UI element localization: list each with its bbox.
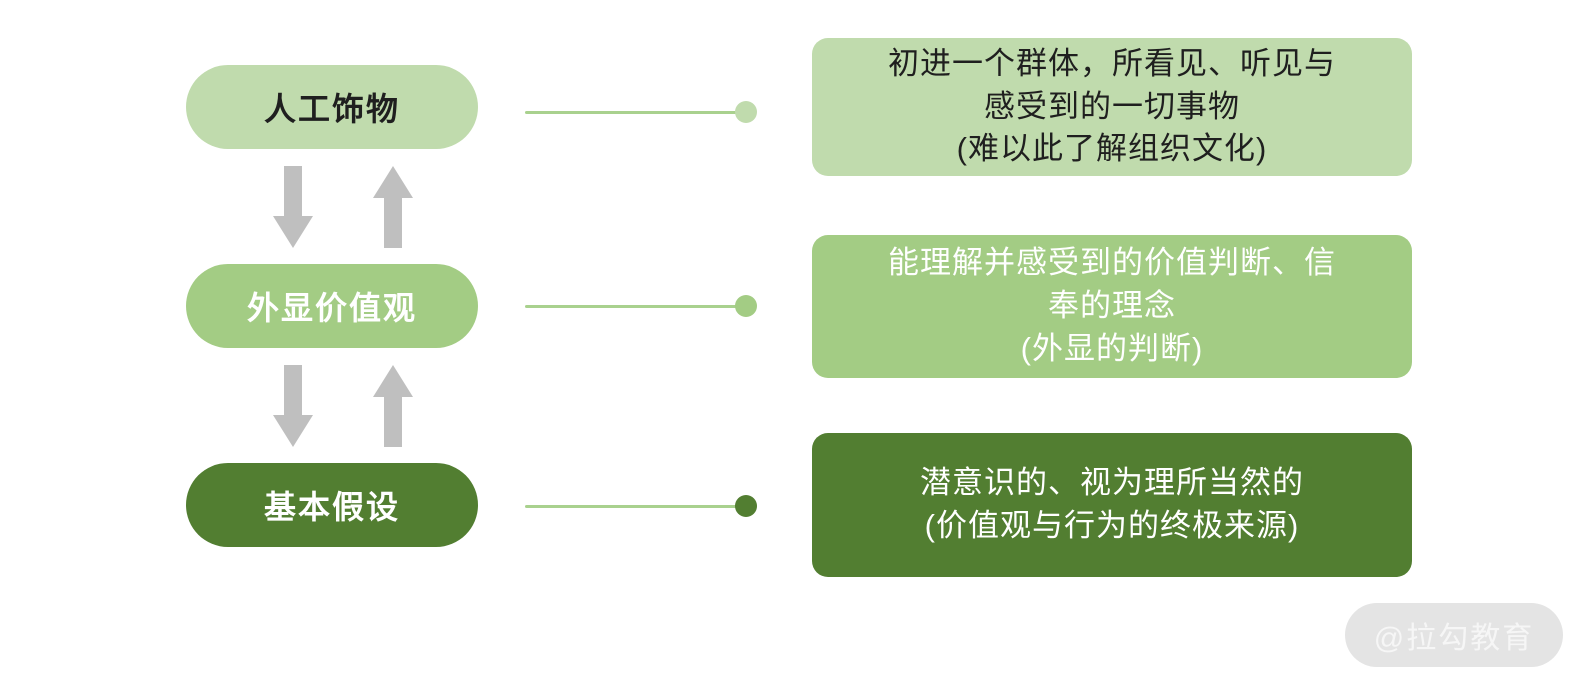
desc-line: 能理解并感受到的价值判断、信 bbox=[888, 245, 1336, 281]
arrow-up-icon bbox=[373, 166, 413, 248]
pill-espoused-values: 外显价值观 bbox=[186, 264, 478, 348]
desc-line: 奉的理念 bbox=[1048, 288, 1176, 324]
desc-line: (外显的判断) bbox=[1020, 330, 1204, 366]
desc-line: (难以此了解组织文化) bbox=[956, 131, 1268, 167]
desc-line: 初进一个群体，所看见、听见与 bbox=[888, 45, 1336, 81]
connector-dot-artifacts bbox=[735, 101, 757, 123]
desc-line: 潜意识的、视为理所当然的 bbox=[920, 465, 1304, 501]
pill-basic-assumptions: 基本假设 bbox=[186, 463, 478, 547]
arrow-down-icon bbox=[273, 166, 313, 248]
arrow-up-icon bbox=[373, 365, 413, 447]
connector-dot-basic-assumptions bbox=[735, 495, 757, 517]
arrow-down-icon bbox=[273, 365, 313, 447]
pill-espoused-values-label: 外显价值观 bbox=[246, 290, 417, 326]
connector-line-basic-assumptions bbox=[525, 505, 737, 508]
pill-artifacts-label: 人工饰物 bbox=[263, 91, 400, 127]
connector-dot-espoused-values bbox=[735, 295, 757, 317]
pill-basic-assumptions-label: 基本假设 bbox=[263, 489, 400, 525]
desc-box-basic-assumptions: 潜意识的、视为理所当然的 (价值观与行为的终极来源) bbox=[812, 433, 1412, 577]
pill-artifacts: 人工饰物 bbox=[186, 65, 478, 149]
watermark-badge: @拉勾教育 bbox=[1345, 603, 1563, 667]
desc-box-artifacts: 初进一个群体，所看见、听见与 感受到的一切事物 (难以此了解组织文化) bbox=[812, 38, 1412, 176]
desc-line: (价值观与行为的终极来源) bbox=[924, 508, 1300, 543]
desc-line: 感受到的一切事物 bbox=[984, 88, 1240, 124]
connector-line-espoused-values bbox=[525, 305, 737, 308]
connector-line-artifacts bbox=[525, 111, 737, 114]
watermark-text: @拉勾教育 bbox=[1373, 622, 1535, 655]
desc-box-espoused-values: 能理解并感受到的价值判断、信 奉的理念 (外显的判断) bbox=[812, 235, 1412, 378]
